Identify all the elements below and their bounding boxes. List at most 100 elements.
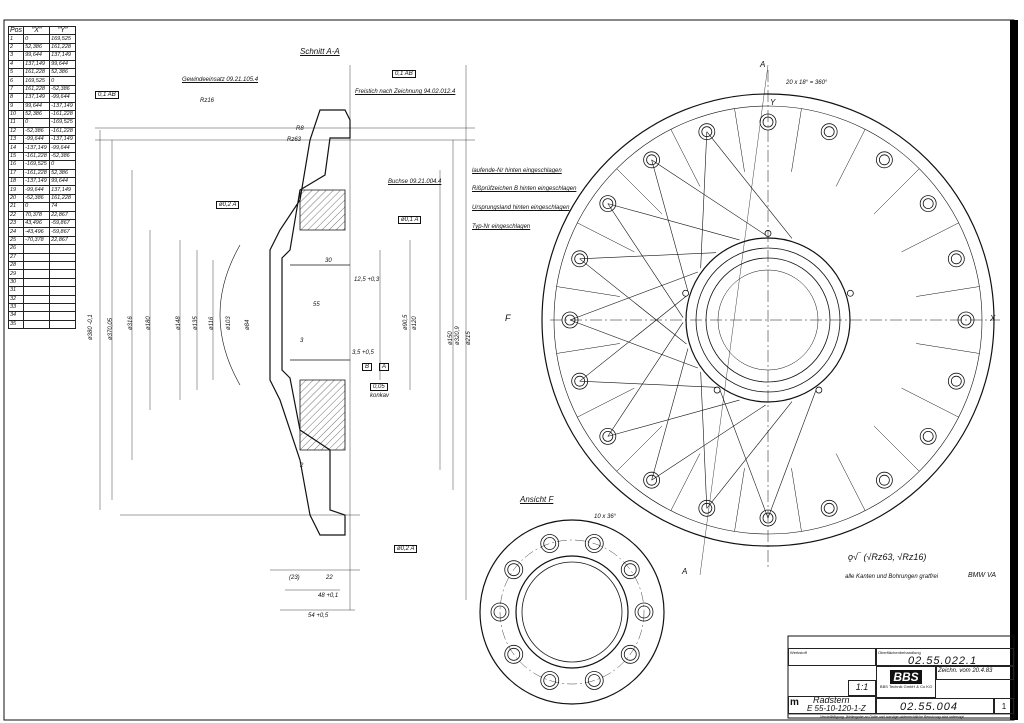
rib: [577, 222, 635, 253]
x-cell: -169,525: [23, 160, 51, 170]
x-cell: [23, 302, 51, 313]
pos-cell: 9: [7, 101, 25, 111]
x-cell: [23, 294, 51, 304]
werkstoff-field: Werkstoff: [788, 648, 876, 666]
bolt-hole-inner: [950, 253, 962, 265]
table-row: 29: [7, 269, 77, 279]
pos-cell: 32: [7, 294, 25, 304]
spoke: [651, 348, 689, 481]
length-dimension: (23): [289, 575, 300, 581]
bolt-hole-inner: [878, 154, 890, 166]
table-row: 15-161,228-52,386: [7, 151, 77, 162]
pos-cell: 35: [7, 319, 25, 330]
flange-hole: [540, 671, 560, 690]
bolt-hole-inner: [646, 474, 658, 486]
bolt-hole: [820, 499, 838, 517]
y-cell: -59,867: [49, 218, 77, 229]
pos-cell: 21: [7, 202, 25, 212]
y-cell: -137,149: [49, 101, 77, 111]
x-cell: -99,644: [23, 135, 51, 145]
pos-cell: 13: [7, 135, 25, 145]
length-dimension: 3,5 +0,5: [352, 350, 374, 356]
table-row: 14-137,149-99,644: [7, 143, 77, 153]
length-dimension: 30: [325, 258, 332, 264]
x-cell: 43,496: [23, 218, 51, 229]
y-cell: 99,644: [49, 59, 77, 69]
pos-cell: 31: [7, 286, 25, 296]
pos-cell: 34: [7, 311, 25, 321]
pos-cell: 25: [7, 235, 25, 246]
table-row: 31: [7, 286, 77, 296]
pos-cell: 4: [7, 59, 25, 69]
x-cell: 0: [23, 202, 51, 212]
copyright-footer: Vervielfältigung, Weitergabe an Dritte u…: [820, 715, 964, 719]
arrow-f-label: F: [505, 313, 511, 323]
material-brand: BMW VA: [968, 572, 997, 579]
name-field: m Radstern E 55-10-120-1-Z: [788, 696, 876, 714]
x-cell: -52,386: [23, 193, 51, 204]
hub-hole: [682, 289, 690, 297]
table-row: 13-99,644-137,149: [7, 135, 77, 145]
spoke: [579, 252, 717, 260]
x-cell: [23, 286, 51, 296]
surface-label: Oberflächenbehandlung: [878, 650, 921, 655]
y-cell: [49, 294, 77, 304]
section-title: Schnitt A-A: [300, 47, 340, 56]
spoke: [651, 159, 689, 292]
datum-a: A: [379, 363, 390, 371]
y-cell: -99,644: [49, 143, 77, 153]
pos-cell: 27: [7, 252, 25, 262]
diameter-dimension: ø120: [412, 316, 418, 330]
section-marker-a-top: A: [760, 60, 766, 69]
rib: [873, 168, 920, 215]
diameter-dimension: ø148: [176, 316, 182, 330]
diameter-dimension: ø215: [466, 331, 472, 345]
pos-cell: 18: [7, 177, 25, 187]
y-cell: 0: [49, 160, 77, 170]
flange-hole: [620, 560, 640, 580]
table-row: 27: [7, 252, 77, 262]
pos-cell: 16: [7, 160, 25, 170]
pos-cell: 11: [7, 118, 25, 128]
table-row: 32: [7, 294, 77, 304]
pos-cell: 17: [7, 168, 25, 179]
y-cell: -161,228: [49, 126, 77, 137]
spoke: [700, 371, 708, 509]
pos-cell: 24: [7, 227, 25, 237]
bolt-hole-inner: [762, 116, 774, 128]
bolt-hole: [759, 509, 777, 527]
x-cell: -161,228: [23, 151, 51, 162]
spoke: [569, 271, 698, 321]
flange-hole: [490, 602, 510, 622]
x-cell: -43,496: [23, 227, 51, 237]
length-dimension: 54 +0,5: [308, 613, 329, 619]
x-cell: 99,644: [23, 51, 51, 61]
section-marker-a-bottom: A: [682, 567, 688, 576]
runout-tolerance-top: 0,1 AB: [392, 70, 416, 78]
flatness-tolerance: 0,05: [370, 383, 388, 391]
flange-hole: [507, 563, 521, 577]
y-cell: 74: [49, 202, 77, 212]
diameter-dimension: ø150: [448, 331, 454, 345]
finish-note: alle Kanten und Bohrungen gratfrei: [845, 574, 939, 580]
flange-hole: [504, 560, 524, 580]
spoke: [651, 404, 766, 481]
spoke: [706, 401, 793, 509]
x-cell: [23, 319, 51, 330]
x-cell: 137,149: [23, 59, 51, 69]
rib: [734, 468, 745, 532]
pos-cell: 2: [7, 42, 25, 53]
x-cell: [23, 260, 51, 271]
front-view: [541, 64, 1000, 576]
x-cell: 99,644: [23, 101, 51, 111]
scale: 1:1: [848, 680, 876, 696]
